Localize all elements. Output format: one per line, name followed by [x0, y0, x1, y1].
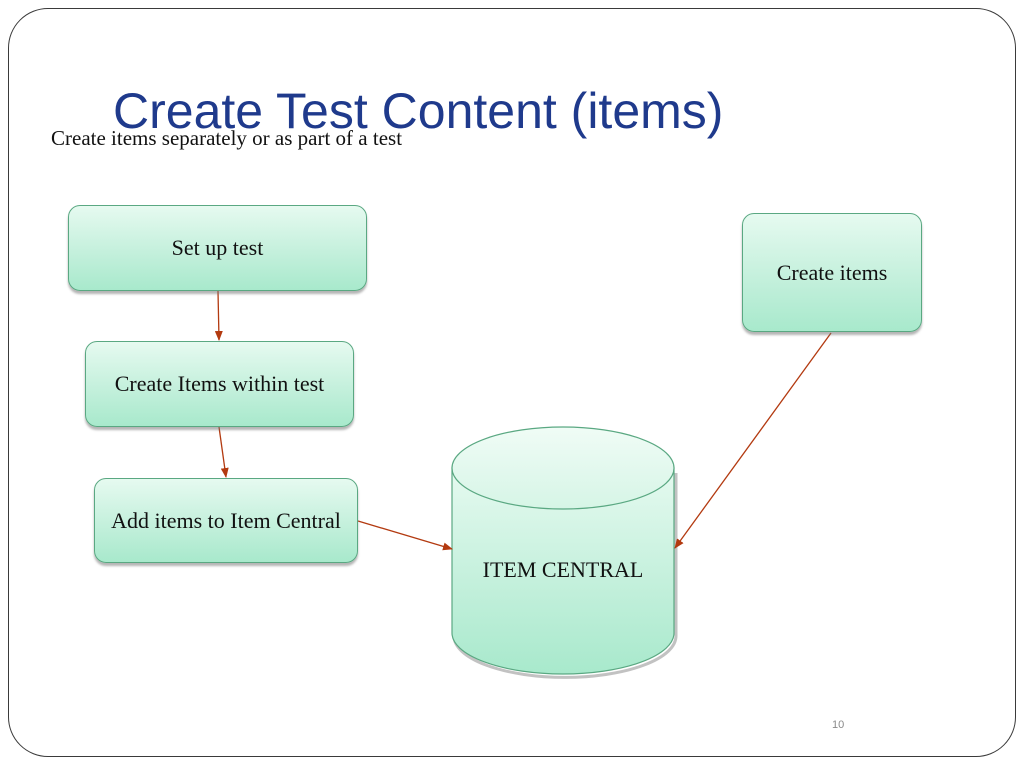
arrow-create-within-to-add-items — [218, 426, 229, 478]
item-central-label: ITEM CENTRAL — [482, 557, 644, 582]
cylinder-top — [451, 426, 675, 510]
setup-test-label: Set up test — [171, 235, 264, 260]
page-number: 10 — [832, 719, 845, 731]
slide-title: Create Test Content (items) — [113, 83, 724, 139]
create-items-label: Create items — [776, 259, 888, 285]
add-items-to-item-central-label: Add items to Item Central — [111, 507, 341, 533]
create-items-within-test-box: Create Items within test — [85, 341, 354, 427]
slide-subtitle: Create items separately or as part of a … — [51, 126, 403, 150]
arrow-add-items-to-item-central — [357, 520, 453, 551]
cylinder-shadow — [452, 473, 678, 679]
add-items-to-item-central-box: Add items to Item Central — [94, 478, 358, 563]
arrow-setup-to-create-within — [214, 290, 223, 341]
item-central-cylinder — [451, 467, 675, 675]
arrow-create-items-to-item-central — [674, 332, 832, 549]
create-items-box: Create items — [742, 213, 922, 332]
create-items-within-test-label: Create Items within test — [114, 371, 325, 396]
setup-test-box: Set up test — [68, 205, 367, 291]
